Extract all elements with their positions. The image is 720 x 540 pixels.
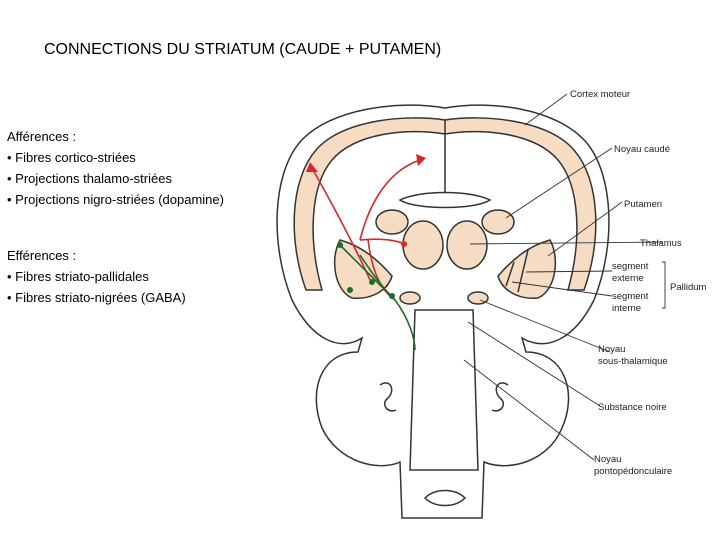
pallidum-divider-1 [517,249,529,293]
pallidum-divider-2 [505,261,515,287]
efferent-path [339,244,386,291]
afferences-heading: Afférences : [7,129,77,144]
label-putamen: Putamen [624,199,662,210]
thalamus-right [446,220,488,270]
afferent-path [359,159,421,241]
afferences-item: • Projections nigro-striées (dopamine) [7,192,224,207]
afferences-block: Afférences : • Fibres cortico-striées • … [7,126,224,210]
efferences-item: • Fibres striato-nigrées (GABA) [7,290,186,305]
efferent-node [337,242,343,248]
leader-line-substance [467,321,601,407]
cerebellum-folia-right [491,382,509,412]
efferences-item: • Fibres striato-pallidales [7,269,149,284]
thalamus-left [402,220,444,270]
afferences-item: • Projections thalamo-striées [7,171,172,186]
label-cortex-moteur: Cortex moteur [570,89,630,100]
afferent-arrow [306,162,318,172]
efferences-heading: Efférences : [7,248,77,263]
label-sous-thalamique-1: Noyau [598,344,625,355]
leader-line-ppn [463,359,595,461]
slide-title: CONNECTIONS DU STRIATUM (CAUDE + PUTAMEN… [44,41,442,58]
corpus-callosum [398,191,492,209]
label-sous-thalamique-2: sous-thalamique [598,356,668,367]
efferent-node [389,293,395,299]
efferences-block: Efférences : • Fibres striato-pallidales… [7,245,186,308]
label-segment-interne-2: interne [612,303,641,314]
cerebellum-folia-left [379,382,397,412]
leader-line-sth [479,299,611,353]
afferent-node [401,241,407,247]
efferent-node [347,287,353,293]
caudate-left [375,209,409,235]
caudate-right [481,209,515,235]
efferent-node [369,279,375,285]
label-pontopedonculaire-2: pontopédonculaire [594,466,672,477]
label-noyau-caude: Noyau caudé [614,144,670,155]
leader-line-caude [505,147,613,219]
subthalamic-left [399,291,421,305]
label-pallidum: Pallidum [670,282,707,293]
leader-line-thalamus [469,241,663,245]
label-thalamus: Thalamus [640,238,682,249]
leader-line-putamen [547,201,623,257]
afferences-item: • Fibres cortico-striées [7,150,136,165]
label-segment-interne-1: segment [612,291,649,302]
label-pontopedonculaire-1: Noyau [594,454,621,465]
leader-line-seg-ext [525,270,613,273]
leader-line-seg-int [511,281,613,297]
label-segment-externe-2: externe [612,273,644,284]
pontine-base [423,489,467,507]
afferent-path [311,167,371,281]
brainstem [409,309,479,471]
afferent-arrow [416,154,426,166]
leader-line-cortex [524,93,568,126]
pallidum-brace [662,261,666,309]
efferent-path [394,299,416,351]
label-segment-externe-1: segment [612,261,649,272]
label-substance-noire: Substance noire [598,402,667,413]
